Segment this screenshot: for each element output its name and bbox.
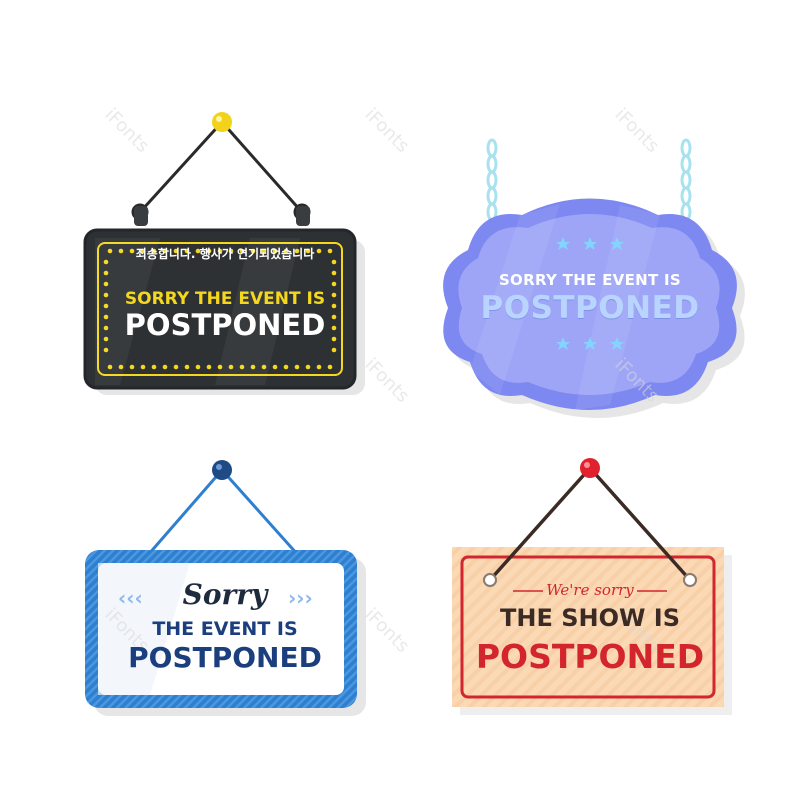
sign3-line3: POSTPONED — [128, 641, 322, 674]
sign-black-marquee — [83, 112, 365, 395]
sign1-line2: POSTPONED — [124, 308, 326, 342]
sign3-line1: Sorry — [182, 578, 268, 611]
sign1-line1: SORRY THE EVENT IS — [124, 289, 326, 309]
sign1-korean-line: 죄송합니다. 행사가 연기되었습니다 — [135, 247, 315, 261]
sign2-line1: SORRY THE EVENT IS — [498, 271, 682, 289]
arrows-left-icon: ‹‹‹ — [118, 586, 143, 610]
sign-board — [85, 230, 355, 388]
pin-icon — [212, 460, 232, 480]
marquee-lights — [103, 248, 337, 370]
star-icon — [556, 237, 624, 350]
sign-blue-frame — [85, 460, 366, 716]
sign3-line2: THE EVENT IS — [152, 618, 298, 640]
pin-icon — [580, 458, 600, 478]
sign4-line2: THE SHOW IS — [499, 604, 681, 632]
sign4-line1: We're sorry — [546, 581, 634, 599]
pin-icon — [212, 112, 232, 132]
sign-blue-cloud — [443, 138, 745, 418]
arrows-right-icon: ››› — [288, 586, 313, 610]
sign4-line3: POSTPONED — [475, 637, 705, 676]
sign2-line2: POSTPONED — [480, 290, 700, 326]
sign-red-kraft — [452, 458, 732, 715]
